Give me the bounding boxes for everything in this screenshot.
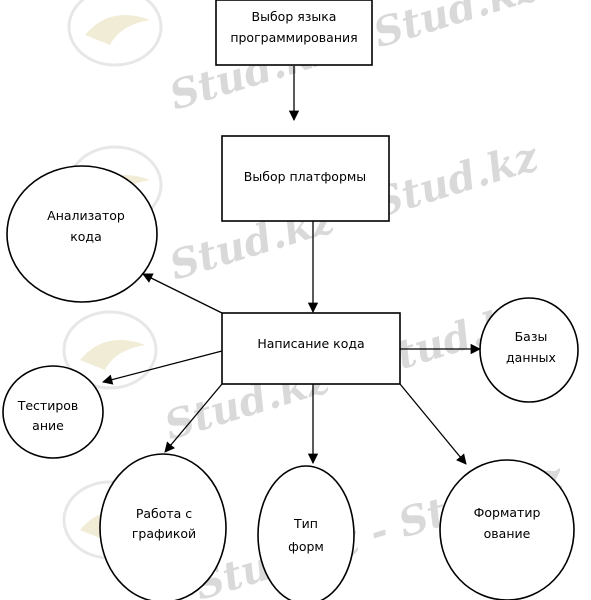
node-form-type: Тип форм [257,465,355,600]
node-label: данных [506,350,556,365]
node-formatting: Форматир ование [439,459,575,600]
node-label: Написание кода [257,336,364,351]
node-label: графикой [132,526,196,541]
node-label: кода [70,229,102,244]
node-label: Тестиров [17,398,79,413]
node-code-analyzer: Анализатор кода [6,165,158,303]
node-language-choice: Выбор языка программирования [215,0,373,66]
node-label: Выбор платформы [244,169,366,184]
edge-code-to-testing [101,350,223,385]
node-databases: Базы данных [479,297,579,403]
node-platform-choice: Выбор платформы [221,135,390,222]
edge-code-to-analyzer [142,273,223,314]
node-label: Выбор языка [252,9,337,24]
node-label: программирования [230,30,357,45]
edge-code-to-graphics [164,383,223,453]
watermark-logo-icon [62,310,158,390]
watermark-logo-icon [67,0,163,67]
node-label: Анализатор [47,208,125,223]
node-label: форм [288,539,324,554]
node-label: Форматир [474,505,541,520]
node-testing: Тестиров ание [2,365,104,459]
edge-code-to-formatting [399,383,467,465]
node-label: ование [484,526,531,541]
node-graphics: Работа с графикой [99,453,227,600]
node-writing-code: Написание кода [221,312,401,385]
node-label: Базы [515,329,548,344]
node-label: ание [32,418,64,433]
node-label: Тип [293,516,318,531]
node-label: Работа с [136,506,192,521]
